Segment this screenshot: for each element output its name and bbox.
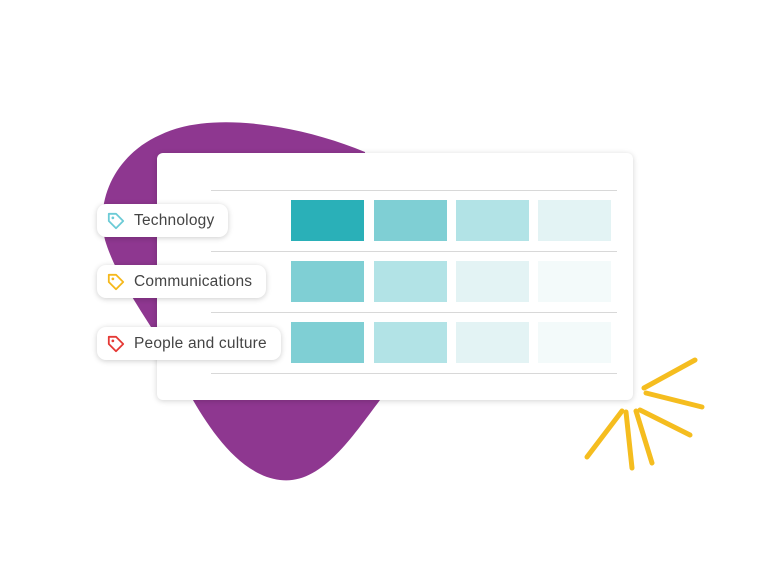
heatmap-cell <box>374 261 447 302</box>
tag-people-and-culture[interactable]: People and culture <box>97 327 281 360</box>
heatmap-cell <box>538 200 611 241</box>
heatmap-cell <box>538 261 611 302</box>
divider <box>211 251 617 252</box>
tag-label: Technology <box>134 211 215 229</box>
tag-label: People and culture <box>134 334 267 352</box>
divider <box>211 190 617 191</box>
tag-technology[interactable]: Technology <box>97 204 229 237</box>
tag-label: Communications <box>134 272 253 290</box>
heatmap-cell <box>374 322 447 363</box>
tag-icon <box>107 273 125 290</box>
spark-icon <box>584 357 705 471</box>
heatmap-cell <box>291 261 364 302</box>
heatmap-cell <box>456 200 529 241</box>
tag-communications[interactable]: Communications <box>97 265 267 298</box>
heatmap-card <box>157 153 633 400</box>
heatmap-cell <box>456 322 529 363</box>
heatmap-cell <box>374 200 447 241</box>
heatmap-cell <box>538 322 611 363</box>
heatmap-cell <box>291 322 364 363</box>
tag-icon <box>107 212 125 229</box>
heatmap-cell <box>291 200 364 241</box>
divider <box>211 312 617 313</box>
heatmap-cell <box>456 261 529 302</box>
tag-icon <box>107 335 125 352</box>
divider <box>211 373 617 374</box>
